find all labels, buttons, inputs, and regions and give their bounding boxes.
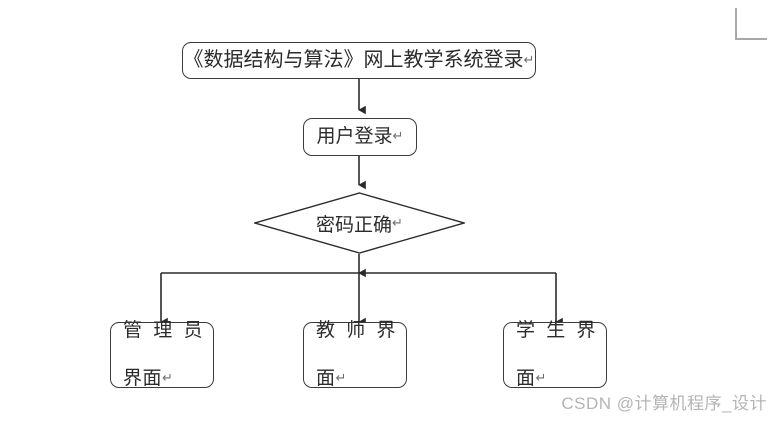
return-mark-icon: ↵ [162, 370, 173, 386]
node-admin-interface-line2: 界面↵ [123, 367, 173, 389]
node-student-interface[interactable]: 学生界 面↵ [503, 320, 607, 389]
node-student-interface-label: 学生界 面↵ [504, 296, 606, 415]
return-mark-icon: ↵ [523, 53, 535, 68]
node-teacher-interface-label: 教师界 面↵ [304, 296, 406, 415]
node-teacher-interface[interactable]: 教师界 面↵ [303, 320, 407, 389]
return-mark-icon: ↵ [535, 370, 547, 386]
node-user-login[interactable]: 用户登录↵ [303, 118, 417, 156]
return-mark-icon: ↵ [335, 370, 347, 386]
node-teacher-interface-line1: 教师界 [316, 320, 396, 342]
corner-mark-vertical-bar [735, 8, 737, 40]
node-student-interface-line2: 面↵ [516, 367, 547, 389]
node-system-login-title[interactable]: 《数据结构与算法》网上教学系统登录↵ [182, 42, 536, 79]
corner-mark-horizontal-bar [735, 38, 767, 40]
return-mark-icon: ↵ [392, 215, 403, 231]
page-corner-mark [735, 8, 769, 42]
node-system-login-title-label: 《数据结构与算法》网上教学系统登录↵ [183, 49, 535, 71]
node-user-login-label: 用户登录↵ [316, 126, 404, 148]
node-admin-interface-label: 管理员 界面↵ [111, 296, 213, 415]
node-student-interface-line1: 学生界 [516, 320, 596, 342]
return-mark-icon: ↵ [392, 129, 404, 145]
node-password-correct-decision[interactable]: 密码正确↵ [254, 192, 465, 254]
diamond-shape [254, 192, 465, 254]
csdn-watermark: CSDN @计算机程序_设计 [561, 394, 767, 413]
node-teacher-interface-line2: 面↵ [316, 367, 347, 389]
node-admin-interface-line1: 管理员 [123, 320, 203, 342]
node-password-correct-label: 密码正确↵ [316, 214, 403, 236]
node-admin-interface[interactable]: 管理员 界面↵ [110, 320, 214, 389]
